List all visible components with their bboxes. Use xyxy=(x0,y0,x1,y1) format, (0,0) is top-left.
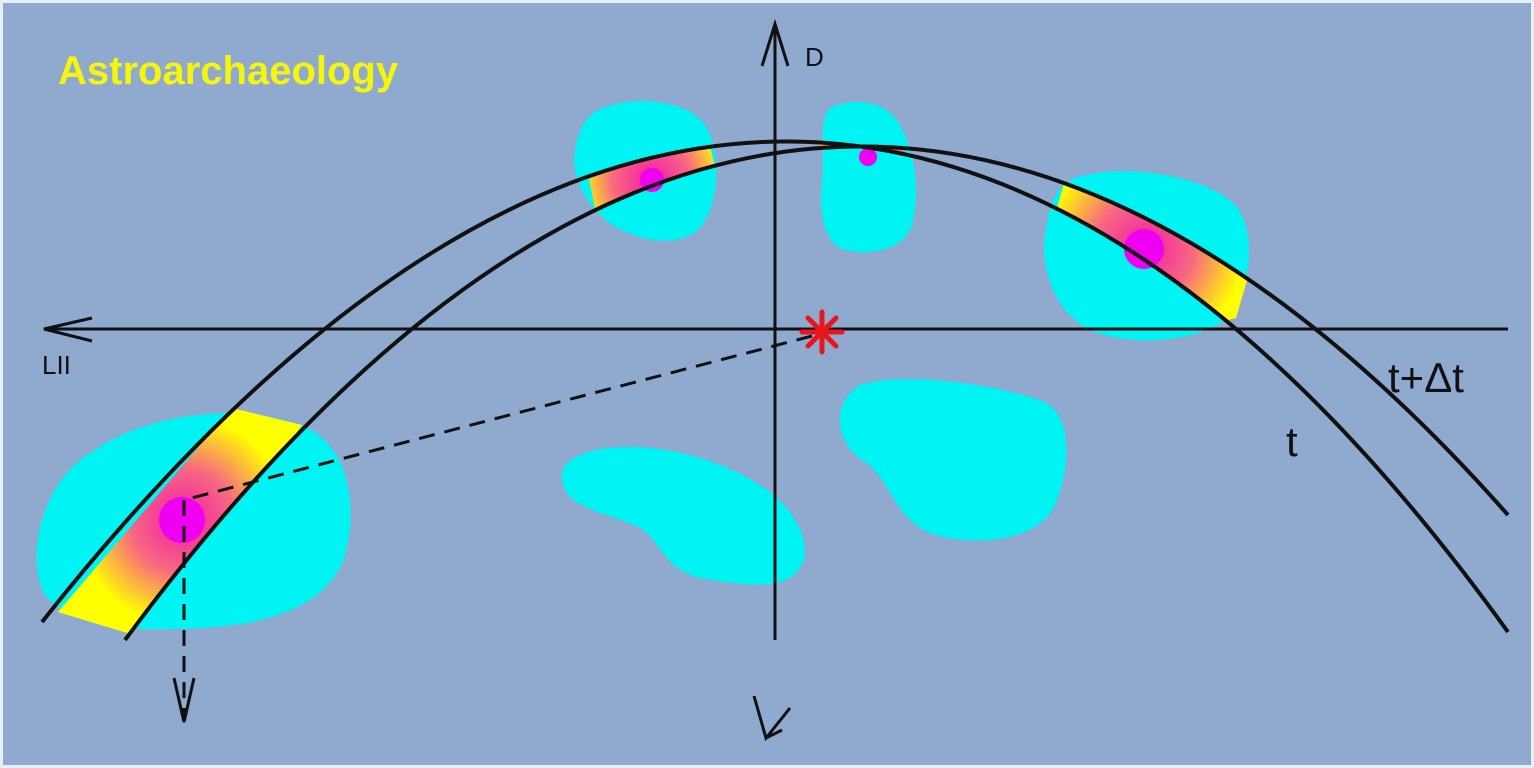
cloud-top-right xyxy=(820,102,916,253)
clump-core-top-right xyxy=(859,148,877,166)
dashed-arrowhead-down xyxy=(172,677,196,723)
orbit-curve-t-plus-dt xyxy=(40,139,1510,634)
dashed-line-star-to-clump xyxy=(183,334,813,502)
orbit-curve-t xyxy=(123,144,1510,642)
horizontal-axis-arrowhead xyxy=(43,316,93,343)
clump-core-right xyxy=(1124,229,1164,269)
star-icon xyxy=(799,309,845,355)
clump-core-left xyxy=(159,497,205,543)
cloud-lower-center xyxy=(561,446,805,585)
diagram-title: Astroarchaeology xyxy=(58,49,399,93)
vertical-axis-arrowhead xyxy=(760,18,790,67)
inner-curve-label: t xyxy=(1286,418,1298,465)
outer-curve-label: t+Δt xyxy=(1388,354,1464,401)
vertical-axis-label: D xyxy=(805,42,824,72)
cloud-lower-right xyxy=(839,379,1067,541)
horizontal-axis-label: LII xyxy=(42,350,71,380)
observer-eye-icon xyxy=(752,695,792,742)
